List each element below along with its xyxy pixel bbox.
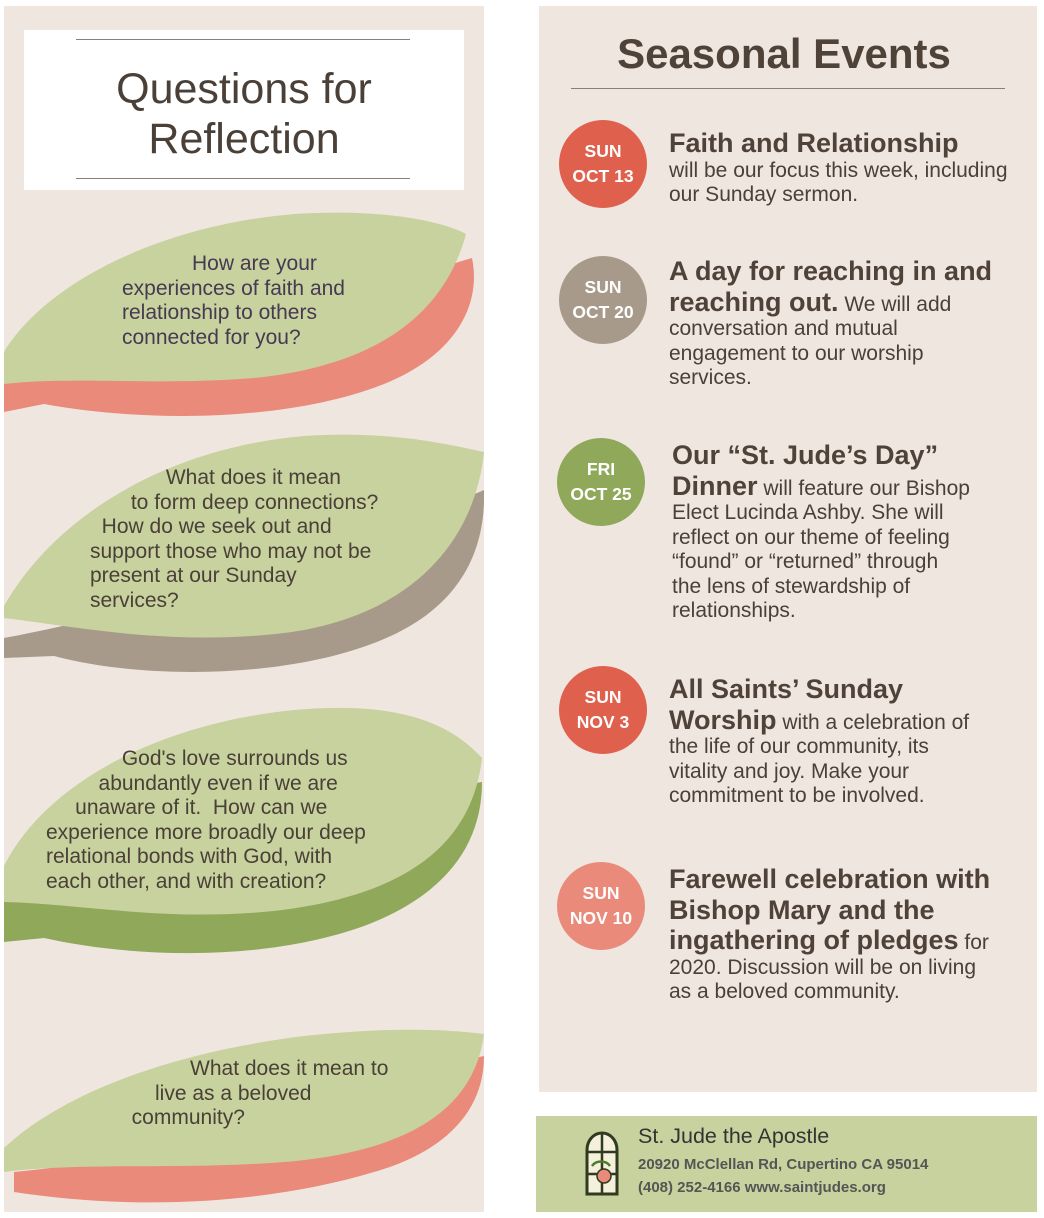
event-4-headline: All Saints’ Sunday Worship bbox=[669, 674, 904, 735]
event-3-body: will feature our Bishop Elect Lucinda As… bbox=[672, 476, 970, 623]
events-title: Seasonal Events bbox=[617, 30, 951, 77]
leaf-shape-2 bbox=[4, 434, 484, 672]
date-badge-5: SUN NOV 10 bbox=[557, 862, 645, 950]
event-5-headline: Farewell celebration with Bishop Mary an… bbox=[669, 864, 991, 955]
badge-date-1: OCT 13 bbox=[572, 166, 634, 186]
badge-day-4: SUN bbox=[584, 687, 622, 707]
badge-date-4: NOV 3 bbox=[576, 712, 630, 732]
title-rule-bottom bbox=[76, 178, 410, 179]
church-window-icon bbox=[585, 1131, 619, 1196]
leaf-body-2 bbox=[4, 434, 484, 638]
question-3: God's love surrounds us abundantly even … bbox=[46, 747, 366, 893]
event-2-headline: A day for reaching in and reaching out. bbox=[669, 256, 993, 317]
question-2: What does it mean to form deep connectio… bbox=[90, 466, 379, 612]
events-title-rule bbox=[571, 88, 1005, 89]
event-5-body: for 2020. Discussion will be on living a… bbox=[669, 931, 989, 1003]
date-badge-4: SUN NOV 3 bbox=[559, 666, 647, 754]
leaf-shape-1 bbox=[4, 212, 474, 416]
church-footer: St. Jude the Apostle 20920 McClellan Rd,… bbox=[536, 1116, 1037, 1212]
badge-day-5: SUN bbox=[582, 883, 620, 903]
badge-day-2: SUN bbox=[584, 277, 622, 297]
event-3-headline: Our “St. Jude’s Day” Dinner bbox=[672, 440, 939, 501]
event-3: Our “St. Jude’s Day” Dinner will feature… bbox=[672, 440, 972, 624]
church-name: St. Jude the Apostle bbox=[638, 1124, 830, 1148]
badge-day-3: FRI bbox=[586, 459, 616, 479]
question-1: How are your experiences of faith and re… bbox=[122, 252, 345, 349]
event-4: All Saints’ Sunday Worship with a celebr… bbox=[669, 674, 989, 809]
date-badge-3: FRI OCT 25 bbox=[557, 438, 645, 526]
event-2: A day for reaching in and reaching out. … bbox=[669, 256, 999, 391]
event-4-body: with a celebration of the life of our co… bbox=[669, 710, 970, 808]
leaf-body-1 bbox=[4, 212, 466, 384]
leaf-body-3 bbox=[4, 707, 482, 915]
leaf-shape-3 bbox=[4, 707, 482, 954]
leaf-shape-4 bbox=[4, 1029, 484, 1203]
reflection-title: Questions for Reflection bbox=[24, 64, 464, 164]
question-4: What does it mean to live as a beloved c… bbox=[131, 1057, 389, 1129]
church-address: 20920 McClellan Rd, Cupertino CA 95014 bbox=[638, 1156, 929, 1173]
badge-date-3: OCT 25 bbox=[570, 484, 632, 504]
event-5: Farewell celebration with Bishop Mary an… bbox=[669, 864, 999, 1005]
reflection-title-line1: Questions for bbox=[116, 65, 372, 113]
reflection-title-line2: Reflection bbox=[148, 115, 340, 163]
title-rule-top bbox=[76, 39, 410, 40]
event-1-body: will be our focus this week, including o… bbox=[669, 158, 1008, 207]
date-badge-2: SUN OCT 20 bbox=[559, 256, 647, 344]
leaf-body-4 bbox=[4, 1029, 484, 1172]
reflection-panel: Questions for Reflection How are your ex… bbox=[4, 6, 484, 1212]
reflection-title-box: Questions for Reflection bbox=[24, 30, 464, 190]
badge-day-1: SUN bbox=[584, 141, 622, 161]
badge-date-5: NOV 10 bbox=[569, 908, 633, 928]
event-1: Faith and Relationship will be our focus… bbox=[669, 128, 1009, 208]
event-1-headline: Faith and Relationship bbox=[669, 128, 959, 158]
events-panel: Seasonal Events SUN OCT 13 Faith and Rel… bbox=[539, 6, 1037, 1092]
event-2-body: We will add conversation and mutual enga… bbox=[669, 292, 952, 390]
badge-date-2: OCT 20 bbox=[572, 302, 634, 322]
date-badge-1: SUN OCT 13 bbox=[559, 120, 647, 208]
church-contact[interactable]: (408) 252-4166 www.saintjudes.org bbox=[638, 1179, 886, 1196]
